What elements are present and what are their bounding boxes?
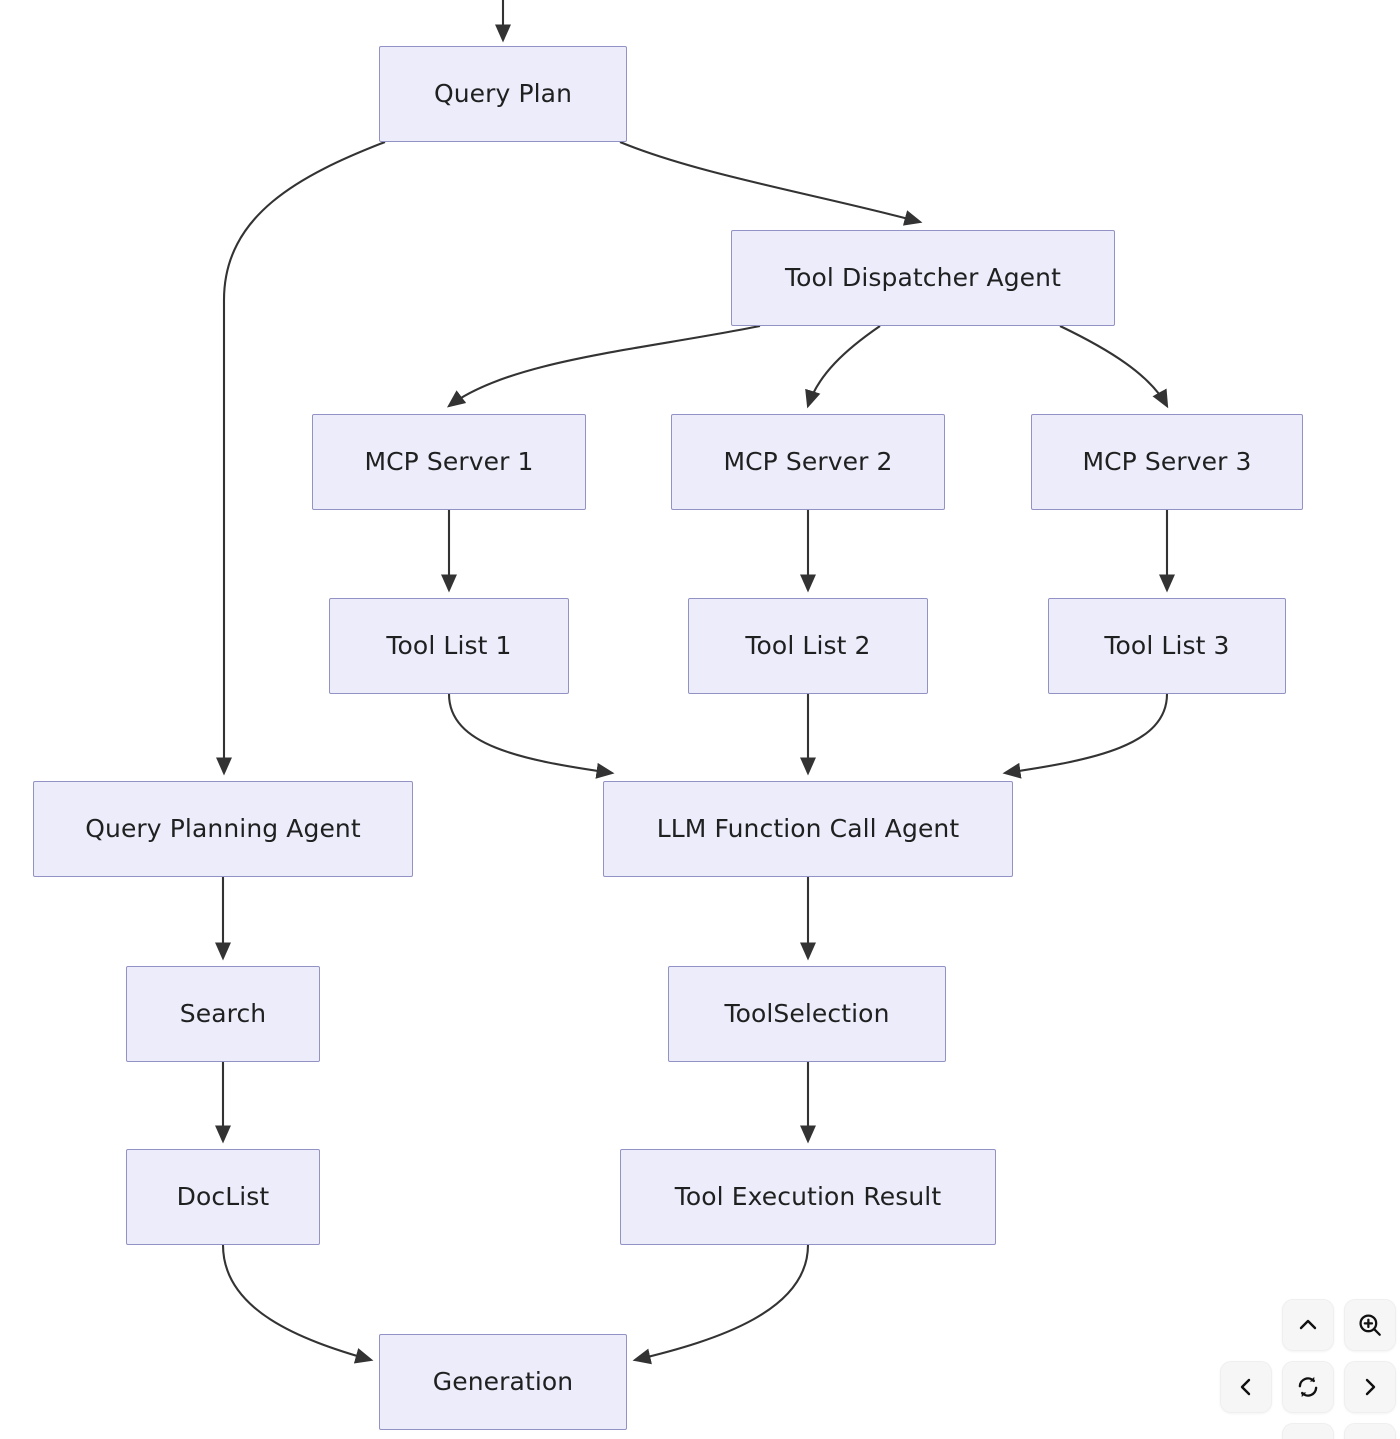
refresh-icon — [1295, 1374, 1321, 1400]
edge-doc_list-to-generation — [221, 1244, 374, 1364]
edge-tool_dispatcher-to-mcp_server_1 — [446, 324, 761, 408]
zoom-in-button[interactable] — [1344, 1299, 1396, 1351]
node-tool_dispatcher[interactable]: Tool Dispatcher Agent — [731, 230, 1115, 326]
node-label: Search — [179, 999, 267, 1028]
node-tool_list_3[interactable]: Tool List 3 — [1048, 598, 1286, 694]
node-label: Tool List 2 — [745, 631, 871, 660]
edge-tool_dispatcher-to-mcp_server_3 — [1059, 325, 1169, 409]
node-label: Tool Execution Result — [674, 1182, 942, 1211]
node-label: Generation — [432, 1367, 574, 1396]
partial-button-b[interactable] — [1344, 1423, 1396, 1439]
zoom-in-icon — [1357, 1312, 1383, 1338]
node-label: LLM Function Call Agent — [656, 814, 960, 843]
node-tool_list_1[interactable]: Tool List 1 — [329, 598, 569, 694]
edge-tool_dispatcher-to-mcp_server_2 — [805, 325, 881, 409]
edge-tool_list_1-to-llm_function_call — [447, 693, 615, 779]
edge-tool_list_3-to-llm_function_call — [1002, 693, 1169, 779]
node-label: Query Planning Agent — [85, 814, 361, 843]
reset-view-button[interactable] — [1282, 1361, 1334, 1413]
pan-right-button[interactable] — [1344, 1361, 1396, 1413]
chevron-up-icon — [1296, 1313, 1320, 1337]
viewport-controls[interactable] — [1206, 1299, 1396, 1439]
node-query_plan[interactable]: Query Plan — [379, 46, 627, 142]
node-label: MCP Server 3 — [1082, 447, 1252, 476]
node-llm_function_call[interactable]: LLM Function Call Agent — [603, 781, 1013, 877]
controls-row-partial — [1206, 1423, 1396, 1439]
node-label: Tool Dispatcher Agent — [784, 263, 1061, 292]
node-mcp_server_3[interactable]: MCP Server 3 — [1031, 414, 1303, 510]
node-label: DocList — [176, 1182, 270, 1211]
node-label: MCP Server 2 — [723, 447, 893, 476]
pan-up-button[interactable] — [1282, 1299, 1334, 1351]
edge-tool_exec_result-to-generation — [632, 1244, 810, 1365]
node-label: ToolSelection — [724, 999, 890, 1028]
node-label: MCP Server 1 — [364, 447, 534, 476]
node-mcp_server_1[interactable]: MCP Server 1 — [312, 414, 586, 510]
chevron-left-icon — [1234, 1375, 1258, 1399]
node-tool_selection[interactable]: ToolSelection — [668, 966, 946, 1062]
edge-query_plan-to-tool_dispatcher — [619, 141, 923, 226]
node-mcp_server_2[interactable]: MCP Server 2 — [671, 414, 945, 510]
node-search[interactable]: Search — [126, 966, 320, 1062]
node-label: Tool List 1 — [386, 631, 512, 660]
node-doc_list[interactable]: DocList — [126, 1149, 320, 1245]
node-label: Query Plan — [433, 79, 573, 108]
node-tool_exec_result[interactable]: Tool Execution Result — [620, 1149, 996, 1245]
controls-row-top — [1206, 1299, 1396, 1351]
chevron-right-icon — [1358, 1375, 1382, 1399]
node-label: Tool List 3 — [1104, 631, 1230, 660]
node-generation[interactable]: Generation — [379, 1334, 627, 1430]
controls-row-bottom — [1206, 1361, 1396, 1413]
node-tool_list_2[interactable]: Tool List 2 — [688, 598, 928, 694]
pan-left-button[interactable] — [1220, 1361, 1272, 1413]
partial-button-a[interactable] — [1282, 1423, 1334, 1439]
node-query_planning[interactable]: Query Planning Agent — [33, 781, 413, 877]
